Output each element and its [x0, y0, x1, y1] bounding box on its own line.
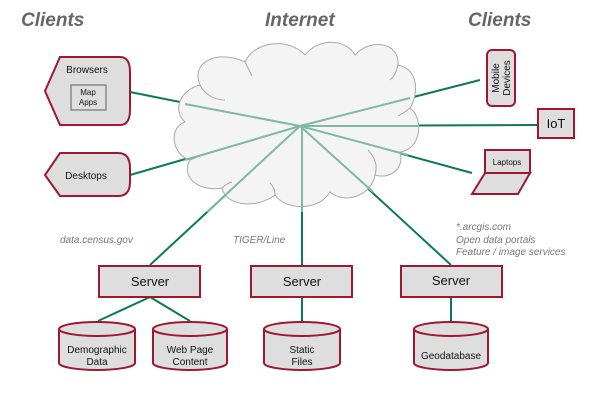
- store-web-page-content: Web Page Content: [152, 321, 228, 371]
- server-3-note-line-3: Feature / image services: [456, 247, 566, 258]
- client-laptops: Laptops: [470, 149, 532, 195]
- store-demographic-data: Demographic Data: [58, 321, 136, 371]
- connector-inner-laptops: [299, 125, 409, 156]
- server-3: Server: [400, 265, 503, 298]
- client-browsers: Browsers Map Apps: [43, 56, 131, 126]
- connector-server-1-demographic: [97, 296, 151, 322]
- map-apps-line-1: Map: [80, 88, 96, 97]
- header-clients-right: Clients: [468, 10, 531, 31]
- store-static-files: Static Files: [263, 321, 341, 371]
- server-1-label: Server: [131, 274, 170, 289]
- browsers-label: Browsers: [66, 65, 108, 76]
- server-1: Server: [98, 265, 201, 298]
- client-iot: IoT: [537, 108, 575, 139]
- laptop-keyboard: [470, 172, 532, 195]
- laptops-label: Laptops: [493, 158, 521, 167]
- store-geodatabase: Geodatabase: [413, 321, 489, 371]
- server-1-note: data.census.gov: [60, 235, 134, 246]
- connector-inner-desktops: [184, 125, 301, 161]
- server-3-note-line-2: Open data portals: [456, 235, 536, 246]
- iot-label: IoT: [547, 116, 566, 131]
- server-2: Server: [250, 265, 353, 298]
- static-line-1: Static: [289, 345, 314, 356]
- client-desktops: Desktops: [43, 152, 131, 197]
- connector-inner-mobile: [299, 97, 411, 127]
- connector-inner-server-3: [299, 125, 374, 193]
- webpage-line-1: Web Page: [167, 345, 214, 356]
- demographic-line-1: Demographic: [67, 345, 126, 356]
- server-2-label: Server: [283, 274, 322, 289]
- connector-inner-server-1: [206, 125, 301, 213]
- connector-inner-browsers: [184, 103, 301, 127]
- connector-server-1-webpage: [149, 296, 191, 322]
- server-2-note: TIGER/Line: [233, 235, 286, 246]
- server-3-note-line-1: *.arcgis.com: [456, 222, 511, 233]
- geodatabase-label: Geodatabase: [421, 351, 481, 362]
- webpage-line-2: Content: [172, 357, 207, 368]
- map-apps-line-2: Apps: [79, 98, 97, 107]
- mobile-label-line-2: Devices: [502, 60, 513, 96]
- static-line-2: Files: [291, 357, 312, 368]
- server-3-label: Server: [432, 273, 471, 288]
- demographic-line-2: Data: [86, 357, 108, 368]
- map-apps-box: [70, 84, 107, 111]
- header-clients-left: Clients: [21, 10, 84, 31]
- client-mobile-devices: Mobile Devices: [486, 49, 516, 107]
- header-internet: Internet: [265, 10, 335, 31]
- desktops-label: Desktops: [65, 171, 107, 182]
- connectors-storage: [97, 296, 452, 322]
- mobile-label-line-1: Mobile: [491, 63, 502, 93]
- connectors-inner: [184, 97, 418, 213]
